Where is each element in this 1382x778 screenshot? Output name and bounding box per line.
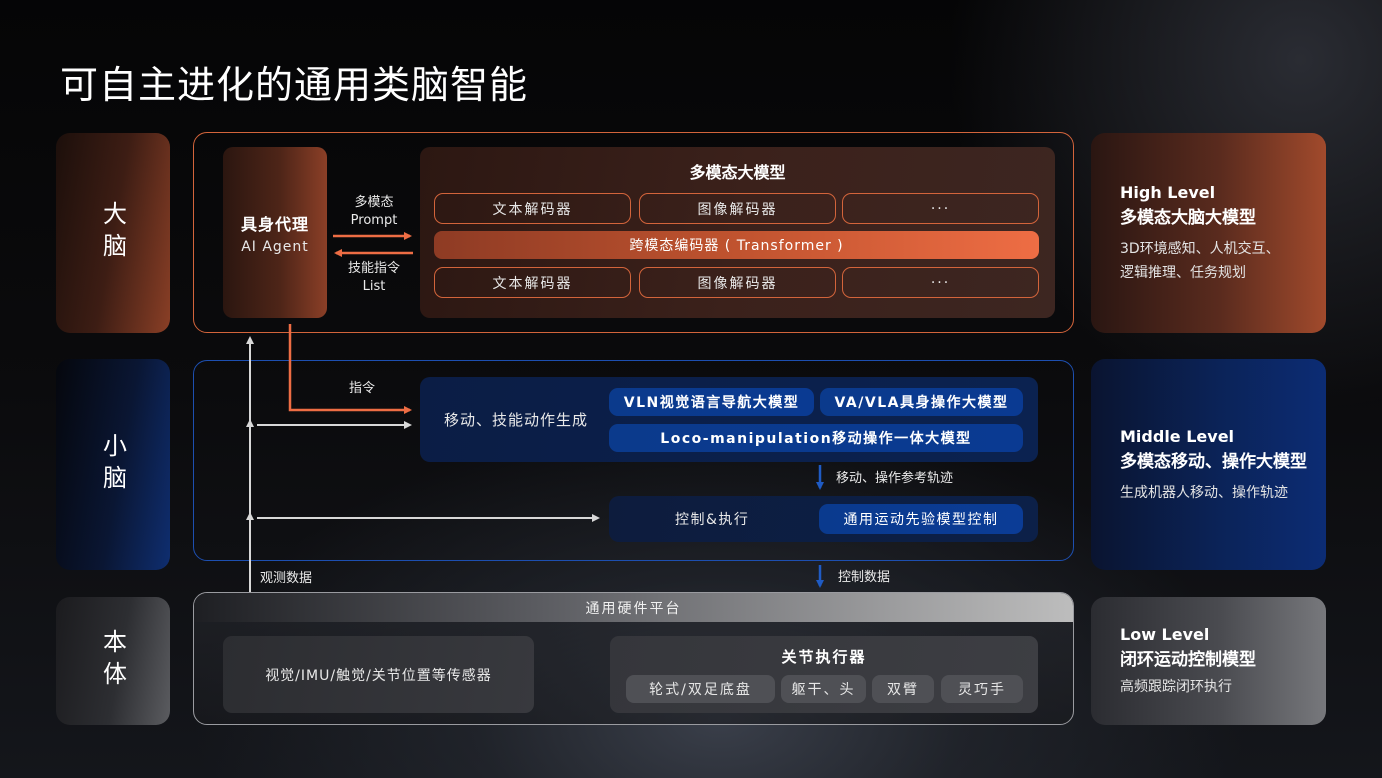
text-decoder-bottom: 文本解码器 <box>434 267 631 298</box>
low-level-card: Low Level 闭环运动控制模型 高频跟踪闭环执行 <box>1091 597 1326 725</box>
vla-model-pill: VA/VLA具身操作大模型 <box>820 388 1023 416</box>
skill-list-label-en: List <box>362 279 386 294</box>
joint-part-torso-head: 躯干、头 <box>781 675 866 703</box>
image-decoder-bottom: 图像解码器 <box>639 267 836 298</box>
cross-modal-encoder: 跨模态编码器 ( Transformer ) <box>434 231 1039 259</box>
prompt-label: 多模态 Prompt <box>338 194 410 230</box>
agent-name-en: AI Agent <box>241 238 309 255</box>
middle-level-card: Middle Level 多模态移动、操作大模型 生成机器人移动、操作轨迹 <box>1091 359 1326 570</box>
high-level-name: 多模态大脑大模型 <box>1120 208 1256 228</box>
observation-data-label: 观测数据 <box>260 571 313 586</box>
high-level-desc: 3D环境感知、人机交互、 逻辑推理、任务规划 <box>1120 237 1326 285</box>
tier-brain-label: 大脑 <box>56 133 170 333</box>
skill-list-label-cn: 技能指令 <box>347 261 400 276</box>
more-decoder-bottom: ··· <box>842 267 1039 298</box>
image-decoder-top: 图像解码器 <box>639 193 836 224</box>
joint-part-arms: 双臂 <box>872 675 934 703</box>
high-level-desc-line: 3D环境感知、人机交互、 <box>1120 241 1280 257</box>
middle-level-desc: 生成机器人移动、操作轨迹 <box>1120 484 1288 501</box>
low-level-title: Low Level <box>1120 625 1210 644</box>
middle-level-name: 多模态移动、操作大模型 <box>1120 451 1307 472</box>
prompt-label-cn: 多模态 <box>354 195 394 210</box>
command-label: 指令 <box>348 381 375 396</box>
cerebellum-frame <box>193 360 1074 561</box>
high-level-desc-line: 逻辑推理、任务规划 <box>1120 265 1246 281</box>
text-decoder-top: 文本解码器 <box>434 193 631 224</box>
vln-model-pill: VLN视觉语言导航大模型 <box>609 388 814 416</box>
low-level-name: 闭环运动控制模型 <box>1120 650 1256 670</box>
more-decoder-top: ··· <box>842 193 1039 224</box>
tier-cerebellum-label: 小脑 <box>56 359 170 570</box>
loco-manipulation-model-pill: Loco-manipulation移动操作一体大模型 <box>609 424 1023 452</box>
control-execution-label: 控制&执行 <box>675 512 750 528</box>
prompt-label-en: Prompt <box>350 213 398 228</box>
control-execution-box: 控制&执行 通用运动先验模型控制 <box>609 496 1038 542</box>
high-level-card: High Level 多模态大脑大模型 3D环境感知、人机交互、 逻辑推理、任务… <box>1091 133 1326 333</box>
joint-part-chassis: 轮式/双足底盘 <box>626 675 775 703</box>
tier-body-label: 本体 <box>56 597 170 725</box>
joint-part-dexterous-hand: 灵巧手 <box>941 675 1023 703</box>
hardware-platform-bar: 通用硬件平台 <box>194 593 1073 622</box>
control-data-label: 控制数据 <box>838 570 891 585</box>
middle-level-title: Middle Level <box>1120 426 1235 446</box>
joint-actuator-box: 关节执行器 轮式/双足底盘 躯干、头 双臂 灵巧手 <box>610 636 1038 713</box>
motion-generation-label: 移动、技能动作生成 <box>444 411 589 429</box>
multimodal-model-box: 多模态大模型 文本解码器 图像解码器 ··· 跨模态编码器 ( Transfor… <box>420 147 1055 318</box>
brain-frame <box>193 132 1074 333</box>
page-title: 可自主进化的通用类脑智能 <box>60 63 529 107</box>
multimodal-model-title: 多模态大模型 <box>689 163 786 182</box>
agent-name-cn: 具身代理 <box>240 214 309 234</box>
low-level-desc: 高频跟踪闭环执行 <box>1120 679 1232 695</box>
sensors-box: 视觉/IMU/触觉/关节位置等传感器 <box>223 636 534 713</box>
joint-actuator-title: 关节执行器 <box>781 648 867 666</box>
body-frame: 通用硬件平台 视觉/IMU/触觉/关节位置等传感器 关节执行器 轮式/双足底盘 … <box>193 592 1074 725</box>
high-level-title: High Level <box>1120 183 1216 202</box>
trajectory-label: 移动、操作参考轨迹 <box>836 471 954 486</box>
motion-generation-box: 移动、技能动作生成 VLN视觉语言导航大模型 VA/VLA具身操作大模型 Loc… <box>420 377 1038 462</box>
motion-prior-control-pill: 通用运动先验模型控制 <box>819 504 1023 534</box>
ai-agent-box: 具身代理 AI Agent <box>223 147 327 318</box>
skill-list-label: 技能指令 List <box>338 260 410 296</box>
